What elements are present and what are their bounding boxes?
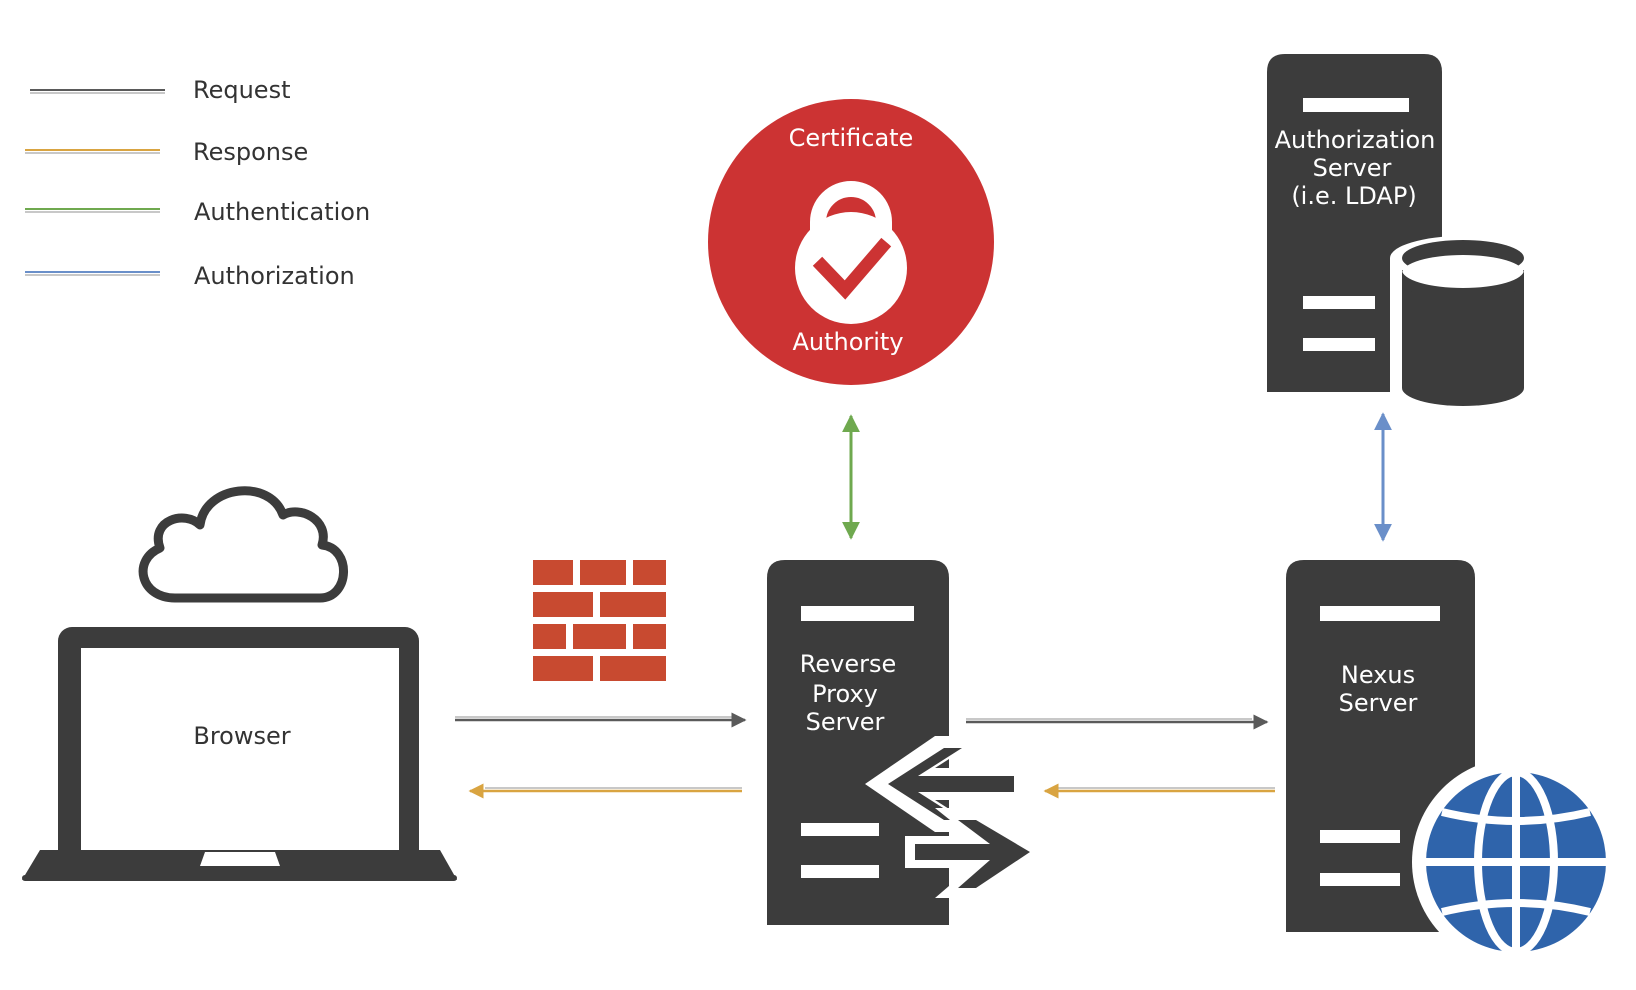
connector-request-proxy-nexus — [966, 714, 1269, 730]
browser-label: Browser — [193, 722, 290, 750]
laptop-screen — [81, 648, 399, 850]
legend-item-response: Response — [25, 138, 308, 166]
nexus-label-line1: Nexus — [1341, 661, 1415, 689]
legend-item-authorization: Authorization — [25, 262, 355, 290]
auth-server-label-line3: (i.e. LDAP) — [1291, 182, 1416, 210]
brick-wall-icon — [533, 560, 666, 681]
legend-label-authentication: Authentication — [194, 198, 370, 226]
legend-label-response: Response — [193, 138, 308, 166]
reverse-proxy-server: Reverse Proxy Server — [767, 560, 1045, 925]
auth-server-label-line1: Authorization — [1275, 126, 1436, 154]
connector-response-proxy-browser — [468, 783, 742, 799]
authorization-server: Authorization Server (i.e. LDAP) — [1267, 54, 1536, 414]
legend-item-authentication: Authentication — [25, 198, 370, 226]
legend-label-request: Request — [193, 76, 291, 104]
legend: Request Response Authentication Authoriz… — [25, 76, 370, 290]
browser-laptop: Browser — [22, 486, 457, 881]
connector-request-browser-proxy — [455, 712, 747, 728]
legend-item-request: Request — [30, 76, 291, 104]
nexus-label-line2: Server — [1339, 689, 1418, 717]
padlock-check-icon — [795, 181, 907, 324]
certificate-authority: Certificate Authority — [708, 99, 994, 385]
swap-arrows-icon — [865, 736, 1045, 898]
nexus-server: Nexus Server — [1286, 560, 1620, 966]
cloud-icon — [138, 486, 348, 603]
ca-label-line2: Authority — [792, 328, 903, 356]
proxy-label-line3: Server — [806, 708, 885, 736]
connector-response-nexus-proxy — [1043, 783, 1275, 799]
database-icon — [1390, 236, 1536, 414]
proxy-label-line2: Proxy — [812, 680, 878, 708]
legend-label-authorization: Authorization — [194, 262, 355, 290]
globe-icon — [1412, 758, 1620, 966]
laptop-trackpad — [200, 852, 280, 866]
proxy-label-line1: Reverse — [800, 650, 896, 678]
auth-server-label-line2: Server — [1313, 154, 1392, 182]
ca-label-line1: Certificate — [789, 124, 914, 152]
